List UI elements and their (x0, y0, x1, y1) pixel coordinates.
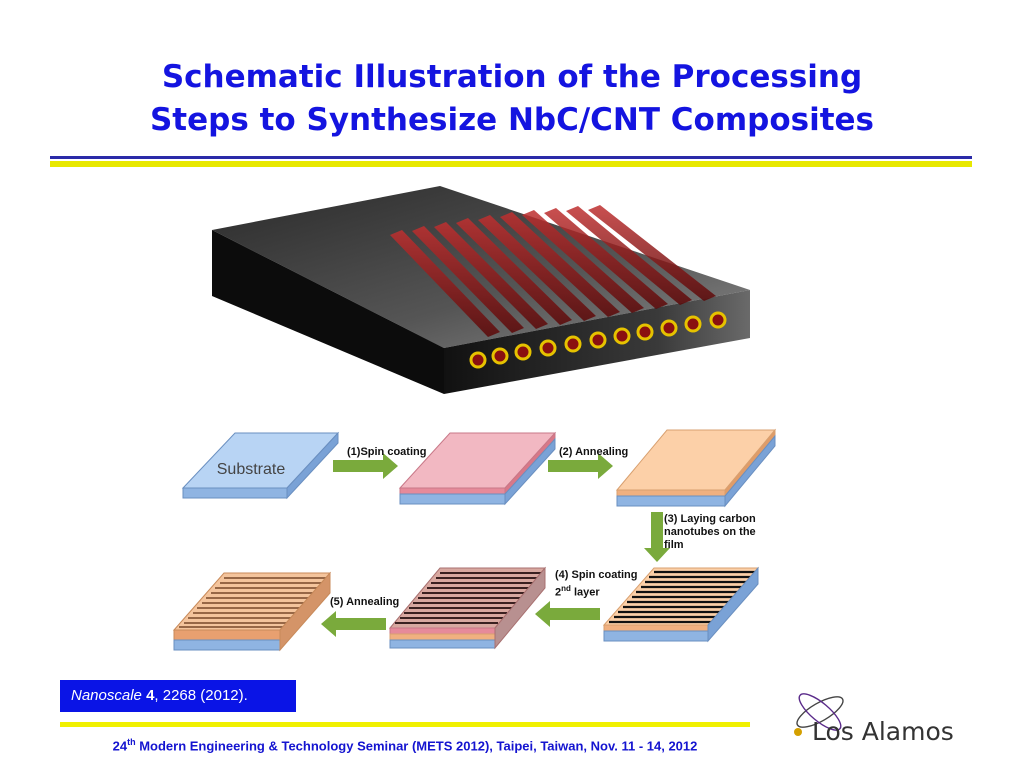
spin-coated-slab (398, 431, 557, 506)
composite-3d-block (212, 186, 750, 394)
step-3-line-2: nanotubes on the (664, 526, 756, 538)
title-divider-yellow (50, 161, 972, 167)
nanotube-layer-slab (602, 566, 760, 643)
footer-ordinal-number: 24 (112, 738, 128, 754)
footer-text: 24th Modern Engineering & Technology Sem… (60, 737, 750, 753)
block-side-face (212, 230, 444, 394)
second-coating-slab (388, 566, 547, 650)
arrow-step-3 (644, 512, 670, 562)
slide-title: Schematic Illustration of the Processing… (0, 56, 1024, 142)
citation-volume: 4 (146, 687, 155, 704)
arrow-step-1 (333, 453, 398, 479)
step-4-number: 2 (555, 586, 562, 599)
substrate-label: Substrate (217, 461, 286, 478)
nanotube-group (390, 205, 727, 369)
arrow-step-2 (548, 453, 613, 479)
citation-details: , 2268 (2012). (154, 687, 248, 704)
step-5-label: (5) Annealing (330, 596, 400, 608)
step-4-layer-text: layer (570, 586, 600, 599)
annealed-film-slab (615, 428, 777, 508)
citation-box: Nanoscale 4, 2268 (2012). (60, 680, 296, 712)
step-4-suffix: nd (561, 584, 571, 593)
arrow-step-5 (321, 611, 386, 637)
step-3-label: (3) Laying carbon nanotubes on the film (664, 513, 774, 552)
step-4-line-2: 2nd layer (555, 582, 655, 600)
step-3-line-3: film (664, 539, 684, 551)
step-3-line-1: (3) Laying carbon (664, 513, 756, 525)
step-4-label: (4) Spin coating 2nd layer (555, 569, 655, 600)
logo-text: Los Alamos (812, 717, 954, 746)
los-alamos-logo: Los Alamos (794, 693, 954, 746)
footer-divider (60, 722, 750, 727)
step-1-label: (1)Spin coating (347, 446, 427, 458)
final-composite-slab (172, 571, 332, 652)
step-4-line-1: (4) Spin coating (555, 569, 638, 581)
logo-dot (794, 728, 802, 736)
step-2-label: (2) Annealing (559, 446, 629, 458)
title-line-2: Steps to Synthesize NbC/CNT Composites (149, 102, 875, 138)
title-line-1: Schematic Illustration of the Processing (161, 59, 863, 95)
title-divider-blue (50, 156, 972, 159)
substrate-slab: Substrate (181, 431, 340, 500)
footer-ordinal-suffix: th (127, 737, 136, 747)
citation-journal: Nanoscale (71, 687, 142, 704)
arrow-step-4 (535, 601, 600, 627)
footer-seminar-text: Modern Engineering & Technology Seminar … (135, 738, 698, 754)
